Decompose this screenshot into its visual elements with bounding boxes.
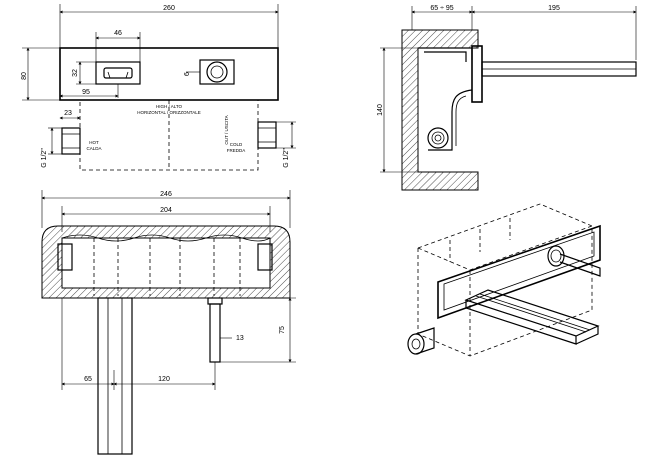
dim-spout-label: 195 [548, 5, 560, 12]
front-view: 260 80 46 32 95 6 [21, 4, 296, 171]
dim-slot-height-label: 32 [72, 69, 79, 77]
top-view: 246 204 13 75 [41, 190, 296, 455]
hot-inlet [61, 127, 81, 155]
top-inlet-left [57, 243, 73, 271]
dim-knob-offset-label: 6 [184, 72, 191, 76]
top-inlet-right [257, 243, 273, 271]
iso-inlet [407, 333, 425, 355]
thread-left-label: G 1/2" [41, 148, 48, 168]
dim-inner-width-label: 204 [160, 207, 172, 214]
label-calda: CALDA [86, 146, 101, 151]
side-cover-plate [471, 45, 483, 103]
dim-outer-width-label: 246 [160, 191, 172, 198]
dim-height-label: 80 [21, 72, 28, 80]
side-inlet [427, 127, 449, 149]
thread-right-label: G 1/2" [283, 148, 290, 168]
label-outlet: OUT / USCITA [224, 115, 229, 144]
dim-depth-label: 65 ÷ 95 [430, 5, 453, 12]
dim-slot-width-label: 46 [114, 30, 122, 37]
cover-plate [59, 47, 279, 101]
dim-slot-offset-label: 95 [82, 89, 90, 96]
isometric-view [407, 203, 601, 357]
dim-width-label: 260 [163, 5, 175, 12]
label-hot: HOT [89, 140, 99, 145]
side-view: 65 ÷ 95 195 140 [377, 5, 637, 191]
label-cold: COLD [230, 142, 243, 147]
iso-cover-plate [437, 224, 601, 320]
dim-pipe-offset-label: 23 [64, 110, 72, 117]
label-high: HIGH / ALTO [156, 104, 183, 109]
spout-slot [95, 61, 141, 85]
dim-spout-offset-label: 65 [84, 376, 92, 383]
dim-side-height-label: 140 [377, 104, 384, 116]
dim-spout-distance-label: 120 [158, 376, 170, 383]
dim-handle-dia-label: 13 [236, 335, 244, 342]
label-fredda: FREDDA [227, 148, 246, 153]
dim-handle-len-label: 75 [279, 326, 286, 334]
handle-knob [206, 61, 228, 83]
handle-boss [199, 59, 235, 85]
top-spout [97, 297, 133, 455]
top-handle [209, 303, 221, 363]
cold-inlet [257, 121, 277, 149]
label-horizontal: HORIZONTAL / ORIZZONTALE [137, 110, 200, 115]
